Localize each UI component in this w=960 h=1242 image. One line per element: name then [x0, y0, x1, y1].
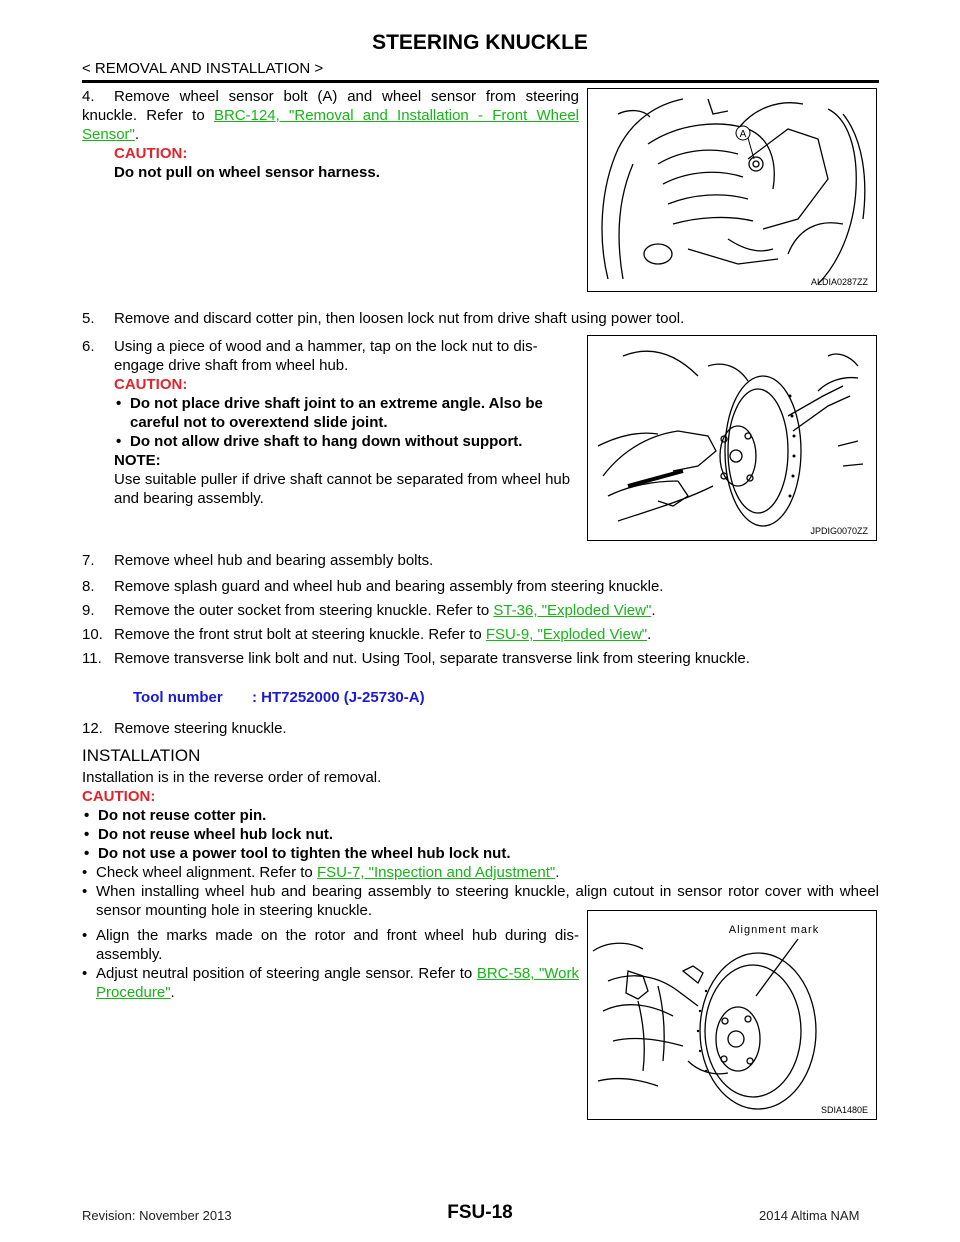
figure-code: SDIA1480E: [820, 1105, 868, 1115]
header-rule: [82, 80, 879, 83]
installation-bullet-2: When installing wheel hub and bearing as…: [82, 882, 879, 920]
caution-item: Do not allow drive shaft to hang down wi…: [114, 432, 579, 451]
installation-heading: INSTALLATION: [82, 746, 201, 765]
ref-link-brc-58[interactable]: BRC-58, "Work Procedure": [96, 965, 579, 1001]
figure-drive-shaft: JPDIG0070ZZ: [587, 335, 877, 541]
step-8: 8. Remove splash guard and wheel hub and …: [82, 577, 879, 596]
step-text-end: .: [134, 126, 140, 143]
caution-label: CAUTION:: [114, 145, 188, 162]
figure-code: ALDIA0287ZZ: [810, 277, 868, 287]
tool-number-value: : HT7252000 (J-25730-A): [252, 689, 425, 706]
step-text-end: .: [651, 602, 656, 619]
figure-code: JPDIG0070ZZ: [810, 526, 868, 536]
installation-bullet-4: Adjust neutral position of steering angl…: [82, 964, 579, 1002]
footer-page-number: FSU-18: [447, 1202, 513, 1223]
page-title: STEERING KNUCKLE: [372, 31, 588, 54]
tool-number-row: Tool number : HT7252000 (J-25730-A): [133, 688, 633, 707]
bullet-text: Adjust neutral position of steering angl…: [96, 965, 477, 982]
ref-link-brc-124[interactable]: BRC-124, "Removal and Installation - Fro…: [82, 107, 580, 143]
bullet-text: When installing wheel hub and bearing as…: [82, 882, 879, 920]
step-number: 4.: [82, 88, 95, 105]
step-number: 7.: [82, 552, 95, 569]
step-4: 4.Remove wheel sensor bolt (A) and wheel…: [82, 87, 579, 182]
step-9: 9. Remove the outer socket from steering …: [82, 601, 879, 620]
step-11: 11. Remove transverse link bolt and nut. …: [82, 649, 879, 668]
step-6: 6. Using a piece of wood and a hammer, ta…: [82, 337, 579, 508]
step-text: Remove wheel sensor bolt (A) and wheel s…: [82, 88, 579, 124]
step-number: 5.: [82, 310, 95, 327]
step-text: Using a piece of wood and a hammer, tap …: [114, 338, 538, 374]
step-text: Remove steering knuckle.: [114, 720, 287, 737]
wheel-sensor-illustration: A: [601, 98, 866, 285]
ref-link-st-36[interactable]: ST-36, "Exploded View": [493, 602, 652, 619]
caution-text: Do not pull on wheel sensor harness.: [114, 164, 380, 181]
step-text: Remove and discard cotter pin, then loos…: [114, 310, 685, 327]
step-10: 10. Remove the front strut bolt at steeri…: [82, 625, 879, 644]
caution-item: Do not use a power tool to tighten the w…: [82, 844, 879, 863]
figure-callout-a: A: [740, 129, 747, 140]
installation-bullet-1: Check wheel alignment. Refer to FSU-7, "…: [82, 863, 879, 882]
bullet-text: Check wheel alignment. Refer to: [96, 864, 317, 881]
installation-cautions: Do not reuse cotter pin. Do not reuse wh…: [82, 806, 879, 863]
caution-item: Do not reuse cotter pin.: [82, 806, 879, 825]
bullet-text-end: .: [555, 864, 560, 881]
note-text: Use suitable puller if drive shaft canno…: [114, 471, 571, 507]
step-text: Remove transverse link bolt and nut. Usi…: [114, 650, 750, 667]
step-7: 7. Remove wheel hub and bearing assembly …: [82, 551, 879, 570]
step-12: 12. Remove steering knuckle.: [82, 719, 879, 738]
step-number: 12.: [82, 720, 103, 737]
step-number: 11.: [82, 650, 102, 667]
step-text: Remove splash guard and wheel hub and be…: [114, 578, 664, 595]
tool-number-label: Tool number: [133, 689, 223, 706]
note-label: NOTE:: [114, 452, 161, 469]
step-text-end: .: [647, 626, 652, 643]
caution-item: Do not place drive shaft joint to an ext…: [114, 394, 579, 432]
step-number: 6.: [82, 338, 95, 355]
installation-caution-label: CAUTION:: [82, 788, 156, 805]
figure-alignment-mark: Alignment mark SDIA1480E: [587, 910, 877, 1120]
step-text: Remove wheel hub and bearing assembly bo…: [114, 552, 434, 569]
ref-link-fsu-7[interactable]: FSU-7, "Inspection and Adjustment": [316, 864, 556, 881]
step-text: Remove the outer socket from steering kn…: [114, 602, 494, 619]
installation-bullet-3: Align the marks made on the rotor and fr…: [82, 926, 579, 964]
bullet-text-end: .: [170, 984, 175, 1001]
alignment-mark-illustration: Alignment mark: [592, 924, 819, 1110]
footer-revision: Revision: November 2013: [82, 1208, 232, 1223]
footer-model: 2014 Altima NAM: [759, 1208, 860, 1223]
step-number: 9.: [82, 602, 95, 619]
drive-shaft-illustration: [597, 350, 864, 527]
caution-item: Do not reuse wheel hub lock nut.: [82, 825, 879, 844]
ref-link-fsu-9[interactable]: FSU-9, "Exploded View": [485, 626, 648, 643]
breadcrumb: < REMOVAL AND INSTALLATION >: [82, 60, 324, 77]
alignment-mark-label: Alignment mark: [729, 924, 819, 936]
bullet-text: Align the marks made on the rotor and fr…: [82, 926, 579, 964]
step-number: 8.: [82, 578, 95, 595]
installation-intro: Installation is in the reverse order of …: [82, 769, 382, 786]
figure-wheel-sensor: A ALDIA0287ZZ: [587, 88, 877, 292]
step-number: 10.: [82, 626, 103, 643]
caution-label: CAUTION:: [114, 376, 188, 393]
step-5: 5. Remove and discard cotter pin, then lo…: [82, 309, 879, 328]
step-text: Remove the front strut bolt at steering …: [114, 626, 486, 643]
